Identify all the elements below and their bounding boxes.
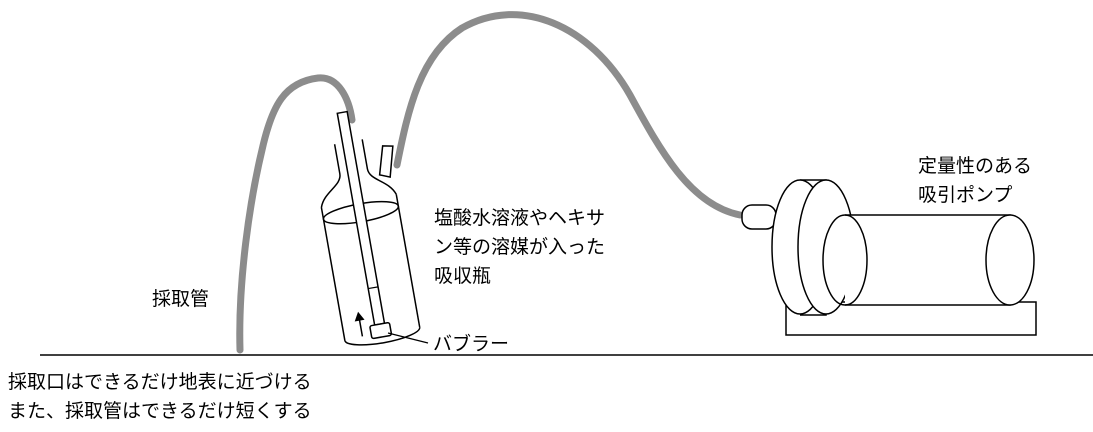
bottle-label: 塩酸水溶液やヘキサ ン等の溶媒が入った 吸収瓶 [434,204,605,291]
pump-label-line-1: 定量性のある [918,155,1033,177]
note-line-1: 採取口はできるだけ地表に近づける [8,371,312,393]
bottle-label-line-2: ン等の溶媒が入った [434,236,606,258]
suction-pump [741,179,1037,336]
tube-label-text: 採取管 [152,288,210,310]
sampling-tube [236,74,356,354]
pump-label: 定量性のある 吸引ポンプ [918,152,1032,210]
tube-label: 採取管 [152,285,209,314]
bubbler-leader-line [387,332,429,344]
pump-nozzle [741,204,777,230]
bottle-label-line-3: 吸収瓶 [434,265,492,287]
bubbler-label-text: バブラー [433,333,510,355]
bottle-neck [320,144,341,208]
pump-label-line-2: 吸引ポンプ [918,184,1013,206]
bubbler-tip [369,321,393,340]
bubbler-label: バブラー [433,330,509,359]
connecting-tube [393,11,744,219]
bottle-side-port [378,145,394,178]
absorption-bottle [320,110,421,346]
bottle-label-line-1: 塩酸水溶液やヘキサ [434,207,606,229]
note-text: 採取口はできるだけ地表に近づける また、採取管はできるだけ短くする [8,368,312,426]
note-line-2: また、採取管はできるだけ短くする [8,400,312,422]
